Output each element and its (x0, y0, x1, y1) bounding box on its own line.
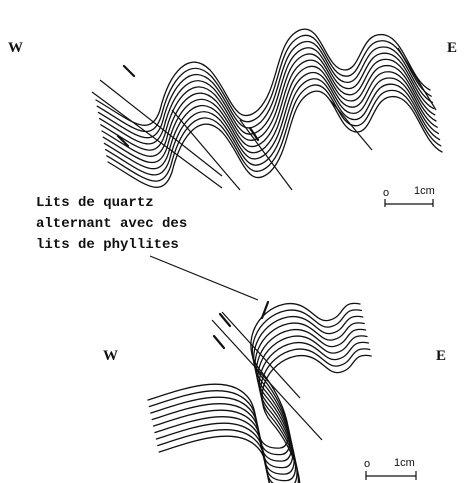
scale-length-label: 1cm (414, 185, 435, 197)
fold-layer (156, 342, 368, 483)
annotation-line-3: lits de phyllites (36, 237, 179, 253)
scale-zero-label: o (364, 458, 370, 470)
annotation-line-1: Lits de quartz (36, 195, 154, 211)
scale-zero-label: o (383, 187, 389, 199)
fault-line (100, 80, 222, 176)
fault-line (212, 320, 322, 440)
scale-bar-bottom: o 1cm (364, 457, 416, 480)
scale-bar-line (385, 199, 433, 207)
compass-east-bottom: E (436, 348, 446, 364)
shear-arrow-icon (124, 66, 134, 76)
fold-layer (151, 316, 363, 461)
annotation-block: Lits de quartz alternant avec des lits d… (36, 195, 187, 253)
bottom-fold-faults (212, 302, 322, 440)
top-fold-sketch (96, 29, 442, 187)
fold-layer (155, 336, 367, 481)
compass-east-top: E (447, 40, 457, 56)
bottom-fold-sketch (148, 303, 371, 483)
leader-line-bottom (150, 256, 258, 300)
fault-line (92, 92, 222, 188)
scale-bar-top: o 1cm (383, 185, 435, 207)
fold-layer (154, 329, 366, 474)
compass-west-top: W (8, 40, 23, 56)
shear-arrow-icon (214, 336, 224, 348)
fold-layer (152, 323, 364, 468)
fold-layer (149, 310, 361, 455)
compass-west-bottom: W (103, 348, 118, 364)
annotation-line-2: alternant avec des (36, 216, 187, 232)
fold-layer (158, 349, 370, 483)
shear-arrow-icon (262, 302, 268, 318)
fold-layer (159, 355, 371, 483)
fold-layer (148, 303, 360, 448)
scale-bar-line (366, 471, 416, 480)
scale-length-label: 1cm (394, 457, 415, 469)
